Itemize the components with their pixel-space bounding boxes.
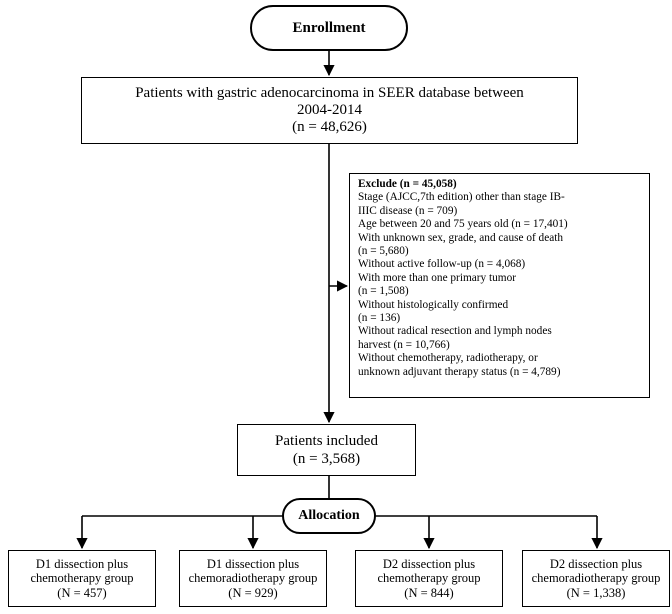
exclusion-line: (n = 1,508): [358, 285, 409, 298]
group-box-d1-chemoradiotherapy: D1 dissection plus chemoradiotherapy gro…: [179, 550, 327, 607]
exclusion-line: IIIC disease (n = 709): [358, 204, 458, 217]
included-label: Patients included: [275, 433, 378, 449]
group-line-2: chemoradiotherapy group: [531, 571, 661, 586]
exclusion-line: unknown adjuvant therapy status (n = 4,7…: [358, 365, 561, 378]
exclusion-line: With more than one primary tumor: [358, 271, 516, 284]
exclusion-line: With unknown sex, grade, and cause of de…: [358, 231, 564, 244]
exclusion-line: Age between 20 and 75 years old (n = 17,…: [358, 218, 568, 231]
group-box-d1-chemotherapy: D1 dissection plus chemotherapy group (N…: [8, 550, 156, 607]
group-line-1: D2 dissection plus: [382, 556, 476, 571]
enrollment-node: Enrollment: [250, 5, 408, 51]
allocation-node: Allocation: [282, 498, 376, 534]
exclusion-line: Without radical resection and lymph node…: [358, 325, 552, 338]
group-count: (N = 844): [404, 585, 454, 600]
group-line-1: D1 dissection plus: [206, 556, 300, 571]
exclusion-line: (n = 5,680): [358, 245, 409, 258]
exclusion-line: Stage (AJCC,7th edition) other than stag…: [358, 191, 565, 204]
group-count: (N = 929): [228, 585, 278, 600]
exclusion-line: Without chemotherapy, radiotherapy, or: [358, 352, 538, 365]
included-patients-box: Patients included (n = 3,568): [237, 424, 416, 476]
exclusion-line: harvest (n = 10,766): [358, 338, 450, 351]
exclusion-title: Exclude (n = 45,058): [358, 178, 457, 190]
group-count: (N = 1,338): [566, 585, 626, 600]
exclusion-box: Exclude (n = 45,058) Stage (AJCC,7th edi…: [349, 173, 650, 398]
group-line-2: chemotherapy group: [377, 571, 481, 586]
source-line-1: Patients with gastric adenocarcinoma in …: [135, 85, 524, 101]
source-line-2: 2004-2014: [297, 102, 362, 118]
included-count: (n = 3,568): [292, 451, 361, 467]
group-box-d2-chemoradiotherapy: D2 dissection plus chemoradiotherapy gro…: [522, 550, 670, 607]
exclusion-line: Without active follow-up (n = 4,068): [358, 258, 526, 271]
exclusion-line: (n = 136): [358, 312, 401, 325]
exclusion-line: Without histologically confirmed: [358, 298, 509, 311]
source-count: (n = 48,626): [292, 119, 367, 135]
group-line-2: chemotherapy group: [30, 571, 134, 586]
allocation-label: Allocation: [298, 508, 360, 523]
group-box-d2-chemotherapy: D2 dissection plus chemotherapy group (N…: [355, 550, 503, 607]
source-population-box: Patients with gastric adenocarcinoma in …: [81, 77, 578, 144]
enrollment-label: Enrollment: [292, 19, 366, 36]
group-count: (N = 457): [57, 585, 107, 600]
group-line-1: D1 dissection plus: [35, 556, 129, 571]
group-line-1: D2 dissection plus: [549, 556, 643, 571]
group-line-2: chemoradiotherapy group: [188, 571, 318, 586]
